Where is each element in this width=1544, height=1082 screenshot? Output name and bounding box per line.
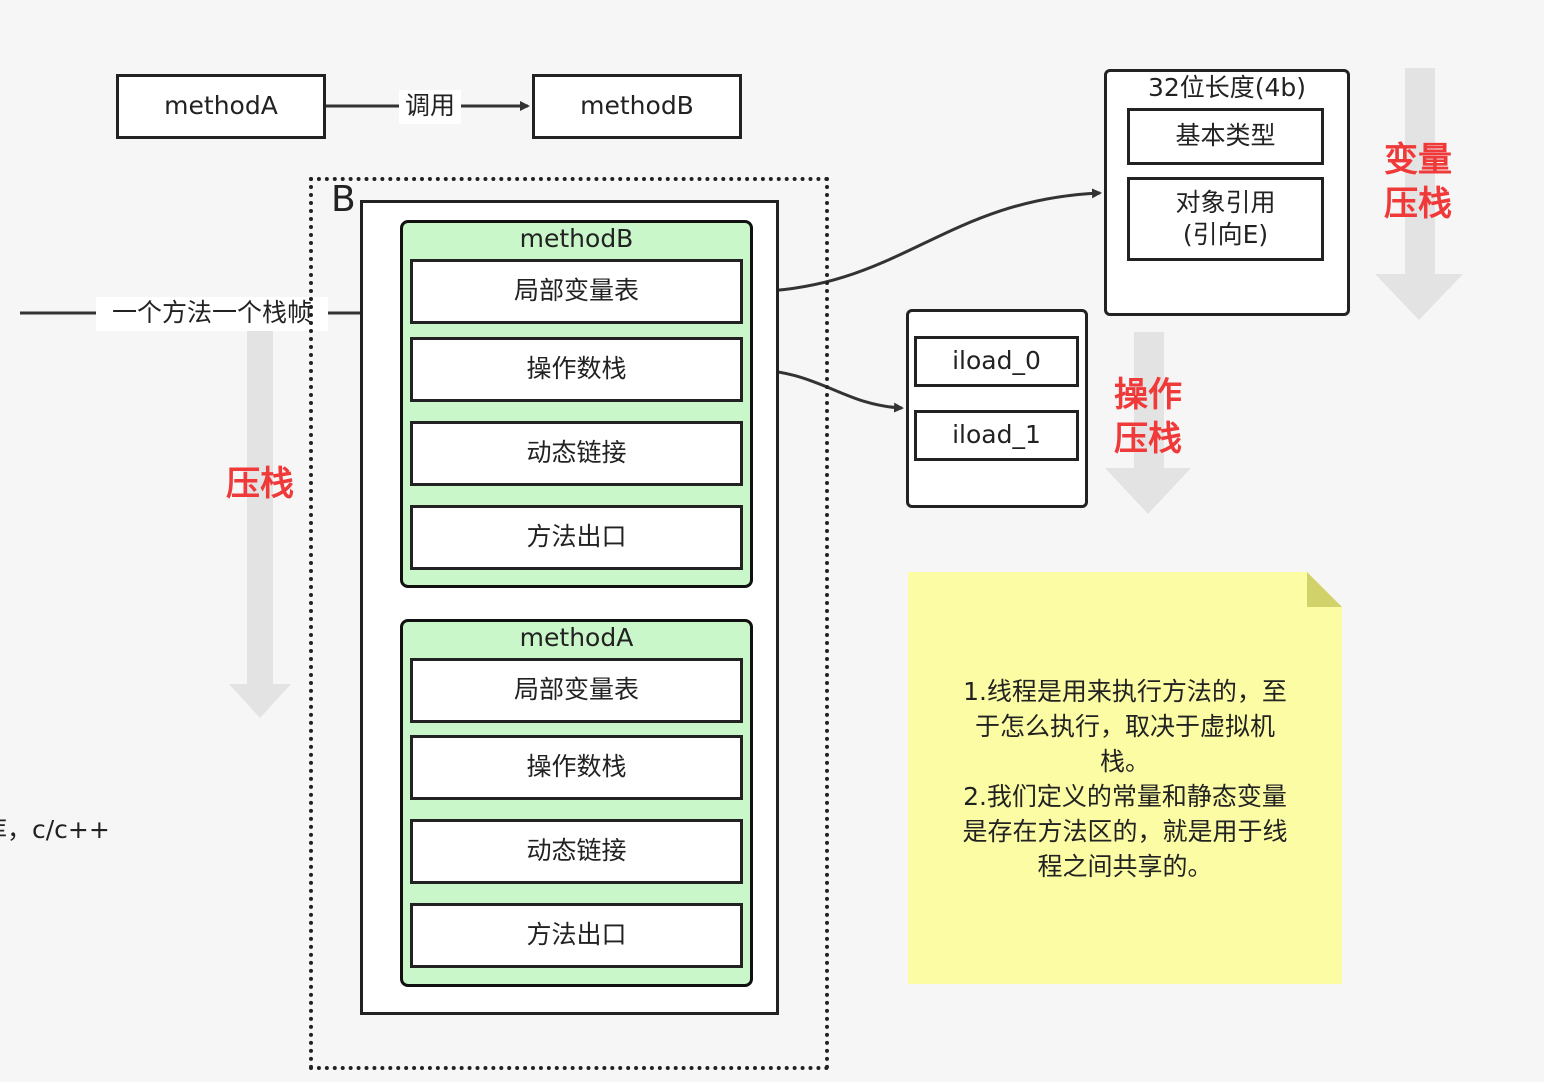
note-text: 1.线程是用来执行方法的，至 于怎么执行，取决于虚拟机 栈。 2.我们定义的常量… bbox=[908, 674, 1342, 884]
call-label: 调用 bbox=[399, 90, 461, 124]
stack-letter: B bbox=[331, 179, 356, 220]
iload-0-box: iload_0 bbox=[914, 336, 1079, 387]
object-ref-line1: 对象引用 bbox=[1175, 187, 1276, 217]
note-line-3: 栈。 bbox=[1099, 747, 1150, 776]
frame-b-operand-stack: 操作数栈 bbox=[410, 337, 743, 402]
method-b-box: methodB bbox=[532, 74, 742, 139]
frame-b-dynamic-link: 动态链接 bbox=[410, 421, 743, 486]
sticky-note bbox=[908, 572, 1342, 984]
iload-1-box: iload_1 bbox=[914, 410, 1079, 461]
primitive-type-box: 基本类型 bbox=[1127, 108, 1324, 165]
thread-stack-container bbox=[309, 177, 829, 1070]
op-push-label: 操作 压栈 bbox=[1108, 373, 1188, 461]
note-line-5: 是存在方法区的，就是用于线 bbox=[962, 817, 1288, 846]
frame-b-return-address: 方法出口 bbox=[410, 505, 743, 570]
op-push-line1: 操作 bbox=[1114, 375, 1182, 415]
object-ref-box: 对象引用 (引向E) bbox=[1127, 177, 1324, 261]
note-line-4: 2.我们定义的常量和静态变量 bbox=[963, 782, 1287, 811]
frame-b-title: methodB bbox=[519, 224, 634, 253]
frame-a-local-vars: 局部变量表 bbox=[410, 658, 743, 723]
op-push-line2: 压栈 bbox=[1114, 419, 1182, 460]
var-push-label: 变量 压栈 bbox=[1378, 138, 1458, 226]
var-push-line1: 变量 bbox=[1384, 140, 1452, 180]
object-ref-line2: (引向E) bbox=[1182, 220, 1269, 249]
var-push-line2: 压栈 bbox=[1384, 184, 1452, 225]
method-a-box: methodA bbox=[116, 74, 326, 139]
slot-width-title: 32位长度(4b) bbox=[1147, 73, 1307, 102]
note-line-6: 程之间共享的。 bbox=[1037, 852, 1213, 881]
note-line-1: 1.线程是用来执行方法的，至 bbox=[963, 677, 1287, 706]
frame-a-title: methodA bbox=[519, 623, 634, 652]
note-line-2: 于怎么执行，取决于虚拟机 bbox=[974, 712, 1275, 741]
side-text: 库，c/c++ bbox=[0, 815, 110, 844]
frame-a-return-address: 方法出口 bbox=[410, 903, 743, 968]
frame-b-local-vars: 局部变量表 bbox=[410, 259, 743, 324]
frame-a-dynamic-link: 动态链接 bbox=[410, 819, 743, 884]
frame-a-operand-stack: 操作数栈 bbox=[410, 735, 743, 800]
left-arrow-label: 一个方法一个栈帧 bbox=[96, 297, 328, 331]
push-label: 压栈 bbox=[226, 464, 294, 504]
